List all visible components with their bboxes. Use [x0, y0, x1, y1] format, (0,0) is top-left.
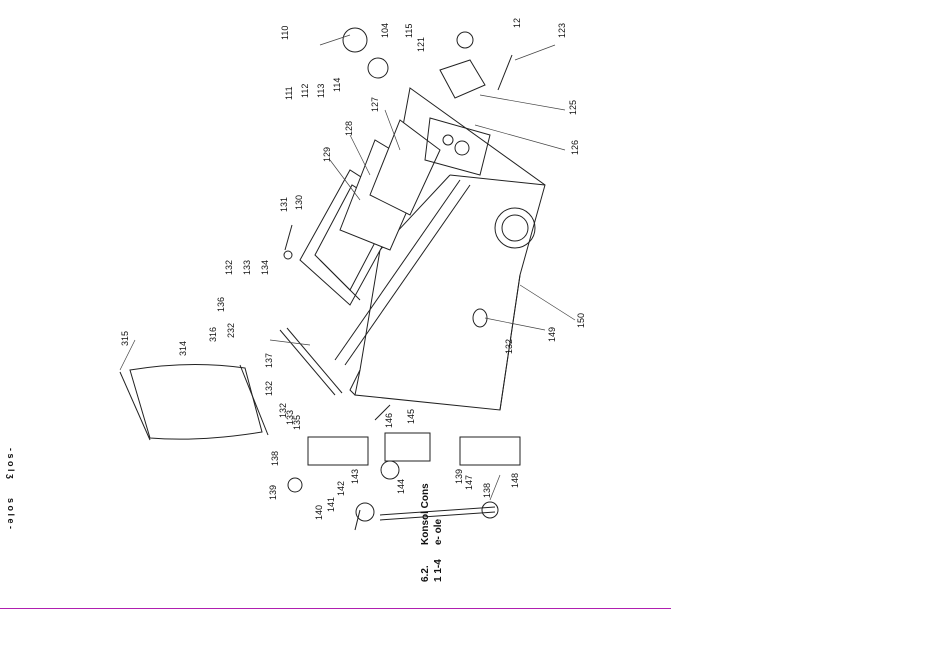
part-label: 232	[226, 323, 236, 338]
part-label: 110	[280, 26, 290, 40]
part-label: 123	[557, 23, 567, 38]
part-label: 142	[336, 481, 346, 496]
part-label: 113	[316, 84, 326, 98]
part-label: 131	[279, 197, 289, 212]
part-label: 132	[264, 381, 274, 396]
figure-title-line3: 1 1-4	[433, 559, 444, 582]
margin-fragment-lower: s o l e -	[6, 498, 16, 529]
part-label: 114	[332, 78, 342, 92]
part-label: 314	[178, 341, 188, 356]
part-label: 140	[314, 505, 324, 520]
part-label: 129	[322, 147, 332, 162]
part-label: 126	[570, 140, 580, 155]
part-label: 141	[326, 497, 336, 512]
part-label: 127	[370, 97, 380, 112]
handwheel-148	[482, 502, 498, 518]
foot-block-145	[385, 433, 430, 461]
part-label: 121	[416, 37, 426, 52]
part-label: 111	[284, 86, 294, 100]
part-label: 135	[292, 415, 302, 430]
chip-tray-314	[130, 364, 262, 439]
part-label: 143	[350, 469, 360, 484]
part-label: 12	[512, 18, 522, 28]
part-label: 138	[270, 451, 280, 466]
foot-block-138a	[308, 437, 368, 465]
part-label: 139	[454, 469, 464, 484]
part-label: 130	[294, 195, 304, 210]
figure-title-line2: e- ole	[433, 518, 444, 545]
foot-block-138b	[460, 437, 520, 465]
part-label: 139	[268, 485, 278, 500]
part-label: 145	[406, 409, 416, 424]
part-label: 112	[300, 84, 310, 98]
figure-number: 6.2.	[420, 565, 431, 582]
part-label: 316	[208, 327, 218, 342]
part-label: 144	[396, 479, 406, 494]
part-label: 148	[510, 473, 520, 488]
figure-title-line1: Konsol Cons	[420, 483, 431, 545]
part-label: 147	[464, 475, 474, 490]
plate-125	[440, 60, 485, 98]
part-label: 149	[547, 327, 557, 342]
part-label: 315	[120, 331, 130, 346]
part-label: 133	[242, 260, 252, 275]
part-label: 134	[260, 260, 270, 275]
part-label: 115	[404, 24, 414, 38]
part-label: 150	[576, 313, 586, 328]
part-label: 132	[224, 260, 234, 275]
part-label: 136	[216, 297, 226, 312]
part-label: 138	[482, 483, 492, 498]
part-label: 146	[384, 413, 394, 428]
margin-fragment-upper: - s o l ʒ	[6, 448, 16, 479]
part-label: 128	[344, 121, 354, 136]
part-label: 125	[568, 100, 578, 115]
part-label: 137	[264, 353, 274, 368]
part-label: 132	[504, 339, 514, 354]
footer-rule	[0, 608, 671, 609]
part-label: 104	[380, 23, 390, 38]
